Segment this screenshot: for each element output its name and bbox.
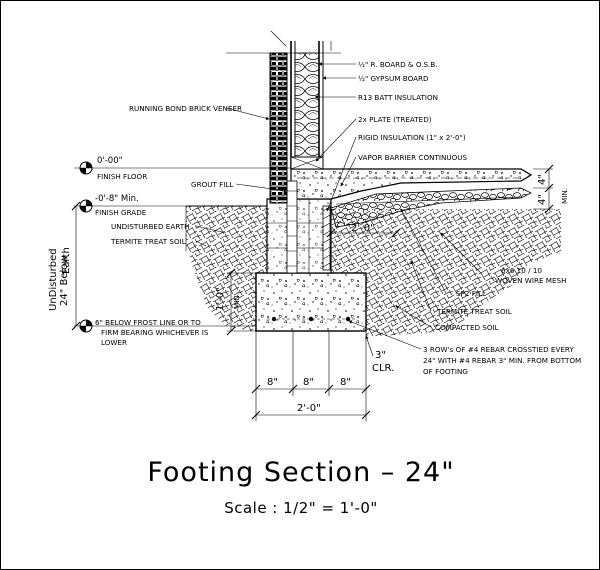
- grout-fill: [286, 180, 298, 274]
- callout-rebar-2: 24" WITH #4 REBAR 3" MIN. FROM BOTTOM: [423, 356, 581, 365]
- callout-undisturbed: UNDISTURBED EARTH: [111, 222, 190, 231]
- stem-wall: [266, 198, 332, 274]
- callout-frost-3: LOWER: [101, 338, 127, 347]
- drawing-scale: Scale : 1/2" = 1'-0": [224, 499, 378, 517]
- callout-rigid: RIGID INSULATION (1" x 2'-0"): [358, 133, 466, 142]
- callout-grout: GROUT FILL: [191, 180, 233, 189]
- dim-below-1: 24" Below: [59, 255, 70, 306]
- callout-rebar-3: OF FOOTING: [423, 367, 468, 376]
- finish-floor-label: FINISH FLOOR: [97, 172, 147, 181]
- callout-batt: R13 BATT INSULATION: [358, 93, 438, 102]
- callout-leaders: [195, 62, 482, 350]
- dim-clearance: 3": [375, 350, 386, 361]
- drawing-title: Footing Section – 24": [147, 457, 454, 488]
- dim-seg-1: 8": [267, 377, 278, 388]
- brick-veneer: [269, 52, 288, 204]
- frost-line-marker: [74, 319, 256, 333]
- callout-r-board: ½" R. BOARD & O.S.B.: [358, 60, 438, 69]
- callout-mesh-1: 6x6 10 / 10: [501, 266, 542, 275]
- dim-seg-3: 8": [340, 377, 351, 388]
- dim-footing-min: MIN.: [232, 293, 241, 309]
- rigid-insulation: [322, 205, 331, 271]
- callout-frost-2: FIRM BEARING WHICHEVER IS: [101, 328, 209, 337]
- slab-section: [290, 168, 533, 228]
- callout-plate: 2x PLATE (TREATED): [358, 115, 432, 124]
- dim-slab-2: 4": [537, 194, 548, 205]
- dim-clearance-label: CLR.: [372, 363, 394, 374]
- callout-gypsum: ½" GYPSUM BOARD: [358, 74, 429, 83]
- callout-sp2: SP2 FILL: [456, 289, 486, 298]
- dim-slab-1: 4": [537, 174, 548, 185]
- finish-floor-marker: [74, 161, 291, 175]
- concrete-footing: [255, 272, 367, 332]
- dim-seg-2: 8": [303, 377, 314, 388]
- rebar: [267, 316, 355, 322]
- callout-termite-right: TERMITE TREAT SOIL: [436, 307, 512, 316]
- callout-vapor: VAPOR BARRIER CONTINUOUS: [358, 153, 468, 162]
- dim-below-2: UnDisturbed: [48, 248, 59, 311]
- finish-grade-marker: [74, 199, 186, 213]
- callout-mesh-2: WOVEN WIRE MESH: [495, 276, 567, 285]
- callout-frost-1: 6" BELOW FROST LINE OR TO: [95, 318, 201, 327]
- dim-perimeter: 2'-0": [351, 223, 375, 234]
- finish-grade-value: -0'-8" Min.: [95, 194, 139, 204]
- dimension-lines: [71, 41, 554, 421]
- finish-floor-value: 0'-00": [97, 156, 123, 166]
- dim-below-3: Earth: [61, 247, 72, 274]
- callout-compacted: COMPACTED SOIL: [435, 323, 499, 332]
- dim-footing-height: 1'-0": [215, 287, 226, 311]
- finish-grade-label: FINISH GRADE: [95, 208, 147, 217]
- dim-slab-min: MIN.: [560, 188, 569, 204]
- callout-rebar-1: 3 ROW's OF #4 REBAR CROSSTIED EVERY: [423, 345, 574, 354]
- callout-termite-left: TERMITE TREAT SOIL: [110, 237, 186, 246]
- callout-brick: RUNNING BOND BRICK VENEER: [129, 104, 242, 113]
- stud-wall: [226, 30, 341, 170]
- dim-overall: 2'-0": [297, 403, 321, 414]
